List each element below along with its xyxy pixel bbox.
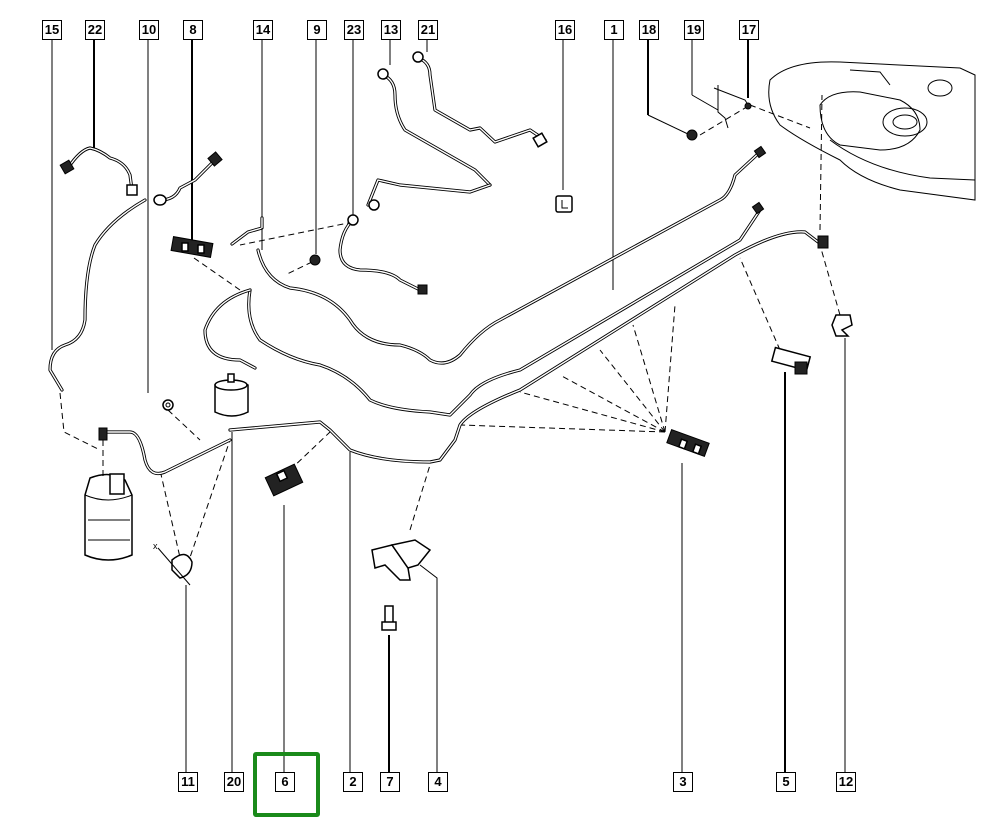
leader-lines-top bbox=[51, 37, 749, 393]
callout-16[interactable]: 16 bbox=[555, 20, 575, 40]
callout-7[interactable]: 7 bbox=[380, 772, 400, 792]
part-19-bracket bbox=[717, 85, 729, 129]
part-9-clip bbox=[309, 254, 321, 266]
callout-22[interactable]: 22 bbox=[85, 20, 105, 40]
callout-17[interactable]: 17 bbox=[739, 20, 759, 40]
callout-6[interactable]: 6 bbox=[275, 772, 295, 792]
callout-10[interactable]: 10 bbox=[139, 20, 159, 40]
pipe-21 bbox=[412, 51, 548, 148]
part-6-clip[interactable] bbox=[264, 463, 304, 497]
leader-lines-bottom bbox=[185, 338, 846, 772]
part-12-clip-small bbox=[831, 314, 853, 337]
selected-part-highlight bbox=[253, 752, 320, 817]
callout-13[interactable]: 13 bbox=[381, 20, 401, 40]
part-3-clip-multi bbox=[666, 428, 710, 458]
callout-12[interactable]: 12 bbox=[836, 772, 856, 792]
pipe-2 bbox=[228, 208, 824, 464]
callout-11[interactable]: 11 bbox=[178, 772, 198, 792]
callout-4[interactable]: 4 bbox=[428, 772, 448, 792]
callout-3[interactable]: 3 bbox=[673, 772, 693, 792]
callout-23[interactable]: 23 bbox=[344, 20, 364, 40]
part-20-filter bbox=[214, 373, 249, 417]
callout-5[interactable]: 5 bbox=[776, 772, 796, 792]
tank-outlet-fitting bbox=[751, 145, 829, 249]
callout-2[interactable]: 2 bbox=[343, 772, 363, 792]
part-4-bracket bbox=[371, 539, 432, 581]
callout-8[interactable]: 8 bbox=[183, 20, 203, 40]
assembly-lines bbox=[59, 94, 841, 576]
hose-small bbox=[153, 151, 223, 206]
part-11-clip: x bbox=[153, 541, 193, 586]
part-8-clip bbox=[170, 236, 214, 258]
callout-19[interactable]: 19 bbox=[684, 20, 704, 40]
part-18-nut bbox=[686, 129, 698, 141]
part-16-clip-block bbox=[555, 195, 573, 213]
callout-21[interactable]: 21 bbox=[418, 20, 438, 40]
hose-22 bbox=[59, 146, 138, 196]
callout-1[interactable]: 1 bbox=[604, 20, 624, 40]
callout-20[interactable]: 20 bbox=[224, 772, 244, 792]
callout-18[interactable]: 18 bbox=[639, 20, 659, 40]
pipe-1 bbox=[256, 150, 762, 365]
callout-14[interactable]: 14 bbox=[253, 20, 273, 40]
pipe-15 bbox=[48, 198, 257, 476]
part-5-clip-double bbox=[770, 346, 812, 375]
hose-23 bbox=[338, 214, 428, 295]
callout-15[interactable]: 15 bbox=[42, 20, 62, 40]
part-10-nut bbox=[162, 399, 174, 411]
canister bbox=[84, 427, 133, 561]
pipe-14 bbox=[230, 216, 264, 250]
dimension-x-label: x bbox=[153, 541, 158, 551]
part-17-connector bbox=[713, 87, 752, 110]
fuel-tank bbox=[768, 61, 976, 201]
callout-9[interactable]: 9 bbox=[307, 20, 327, 40]
pipe-13 bbox=[366, 68, 492, 211]
part-7-bolt bbox=[381, 605, 397, 631]
